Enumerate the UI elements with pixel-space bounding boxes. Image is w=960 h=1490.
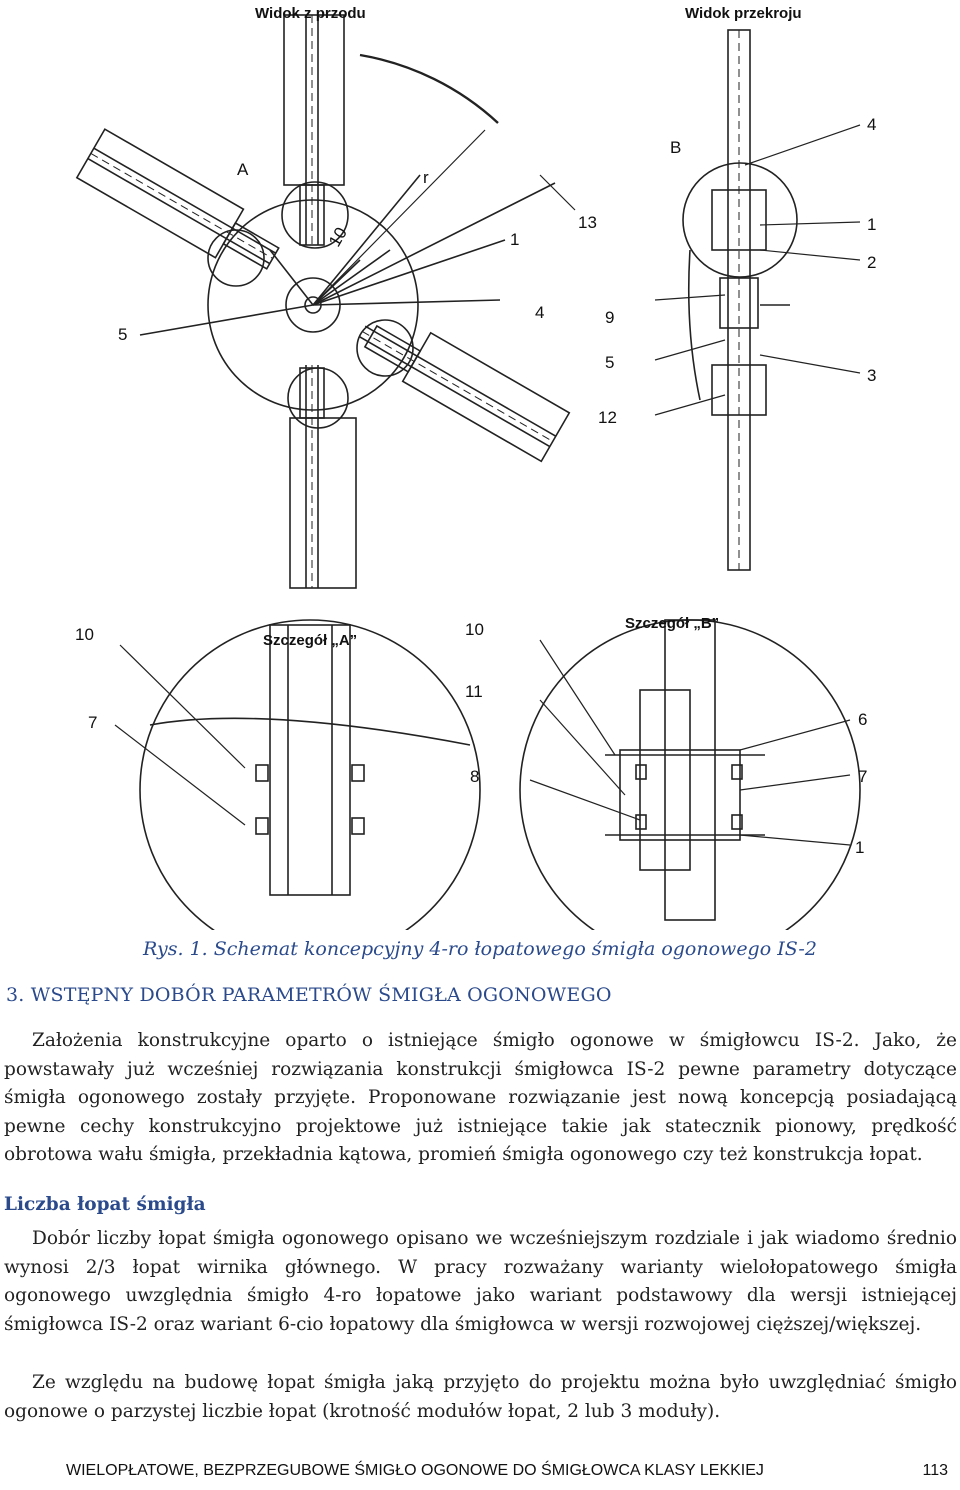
label-9: 9 xyxy=(605,308,614,327)
paragraph-3: Ze względu na budowę łopat śmigła jaką p… xyxy=(4,1372,957,1422)
label-8: 8 xyxy=(470,767,479,786)
label-5-section: 5 xyxy=(605,353,614,372)
front-view-drawing xyxy=(75,14,576,589)
label-1-detail-b: 1 xyxy=(855,838,864,857)
paragraph-1: Założenia konstrukcyjne oparto o istniej… xyxy=(4,1030,957,1165)
label-r: r xyxy=(423,168,429,187)
label-10-front: 10 xyxy=(325,224,351,250)
subheading-blade-count: Liczba łopat śmigła xyxy=(4,1194,206,1215)
detail-a-title: Szczegół „A” xyxy=(263,632,357,649)
figure-caption: Rys. 1. Schemat koncepcyjny 4-ro łopatow… xyxy=(143,938,817,960)
detail-b-title: Szczegół „B” xyxy=(625,615,719,632)
detail-a-drawing xyxy=(114,619,481,961)
section-view-title: Widok przekroju xyxy=(685,5,802,22)
label-4-section: 4 xyxy=(867,115,876,134)
label-1-front: 1 xyxy=(510,230,519,249)
label-2: 2 xyxy=(867,253,876,272)
rotor-schematic: Widok z przodu Widok przekroju Szczegół … xyxy=(75,5,876,961)
page-number: 113 xyxy=(922,1462,948,1479)
detail-b-drawing xyxy=(519,619,861,961)
label-10-detail-b: 10 xyxy=(465,620,484,639)
label-6: 6 xyxy=(858,710,867,729)
label-a: A xyxy=(237,160,249,179)
label-12: 12 xyxy=(598,408,617,427)
label-7-detail-b: 7 xyxy=(858,767,867,786)
section-heading: 3. WSTĘPNY DOBÓR PARAMETRÓW ŚMIGŁA OGONO… xyxy=(6,984,612,1006)
footer-title: WIELOPŁATOWE, BEZPRZEGUBOWE ŚMIGŁO OGONO… xyxy=(66,1462,764,1479)
label-7-detail-a: 7 xyxy=(88,713,97,732)
label-10-detail-a: 10 xyxy=(75,625,94,644)
label-b: B xyxy=(670,138,681,157)
technical-figure: Widok z przodu Widok przekroju Szczegół … xyxy=(75,5,876,961)
label-5-front: 5 xyxy=(118,325,127,344)
label-11: 11 xyxy=(465,682,483,701)
paragraph-2: Dobór liczby łopat śmigła ogonowego opis… xyxy=(4,1228,957,1335)
front-view-title: Widok z przodu xyxy=(255,5,366,22)
label-3: 3 xyxy=(867,366,876,385)
label-1-section: 1 xyxy=(867,215,876,234)
section-view-drawing xyxy=(654,29,861,571)
label-13: 13 xyxy=(578,213,597,232)
label-4-front: 4 xyxy=(535,303,544,322)
